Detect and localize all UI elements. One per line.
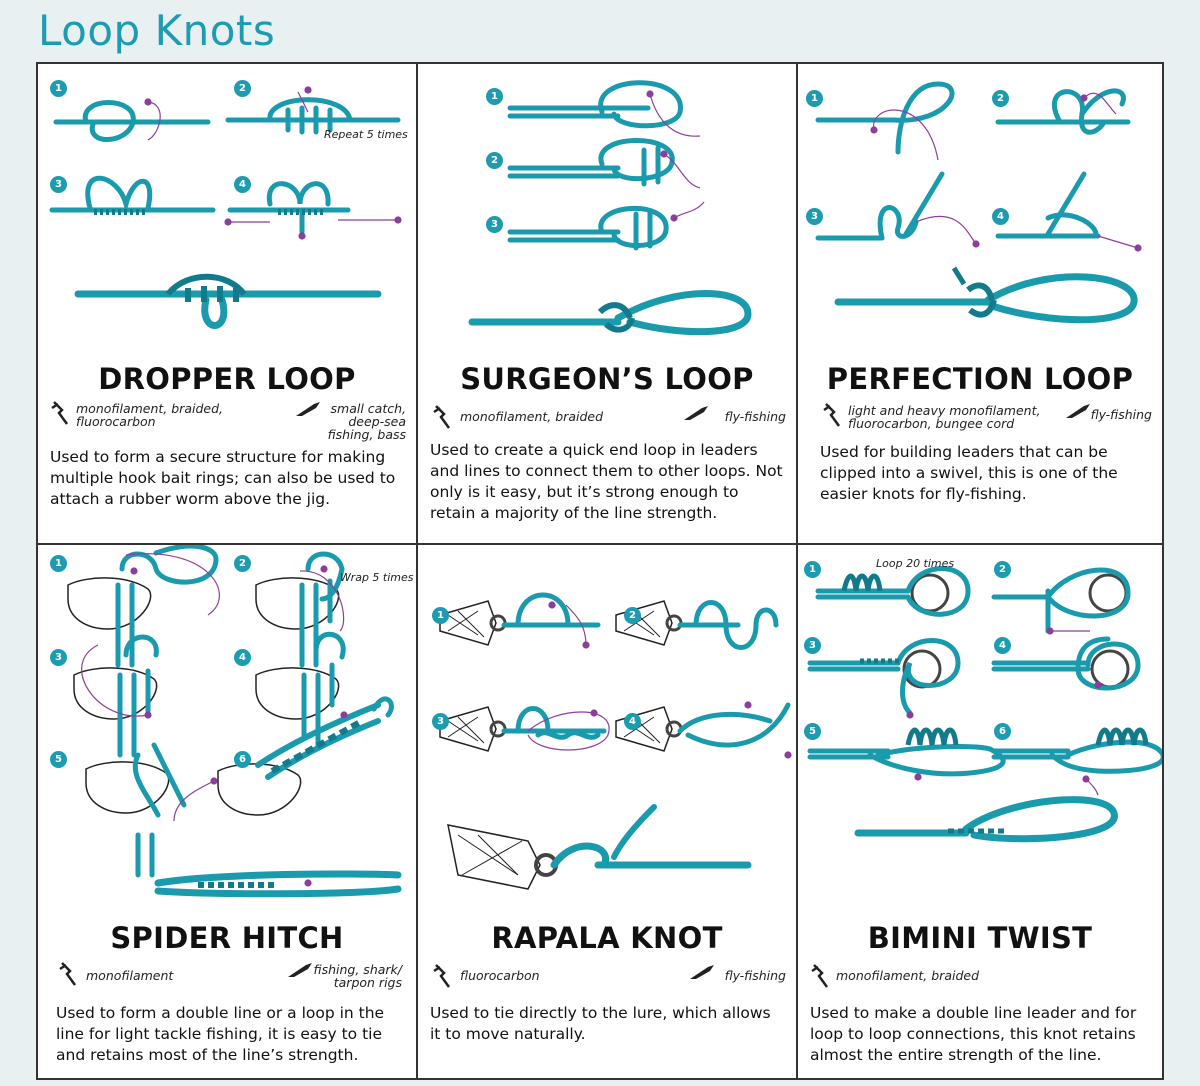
step-number: 3 — [50, 176, 67, 193]
step-number: 2 — [992, 90, 1009, 107]
knot-description: Used to make a double line leader and fo… — [810, 1004, 1137, 1064]
fish-icon — [1066, 404, 1090, 418]
step-number: 1 — [50, 555, 67, 572]
panel-perfection-loop: 1 2 3 4 PERFECTION LOOP light and heavy … — [798, 64, 1162, 543]
step-number: 6 — [994, 723, 1011, 740]
step-number: 4 — [234, 176, 251, 193]
knot-title: DROPPER LOOP — [98, 362, 356, 396]
fishing-line-icon — [433, 964, 451, 988]
knot-meta: monofilament, braided — [808, 963, 1152, 997]
panel-bimini-twist: 1 2 3 4 5 6 Loop 20 times BIMINI TWIST m… — [798, 545, 1162, 1078]
panel-surgeons-loop: 1 2 3 SURGEON’S LOOP monofilament, braid… — [418, 64, 796, 543]
knot-meta: light and heavy monofilament, fluorocarb… — [808, 402, 1152, 436]
step-number: 3 — [806, 208, 823, 225]
step-number: 2 — [624, 607, 641, 624]
bimini-twist-illustration — [807, 566, 1162, 843]
surgeons-loop-illustration — [468, 80, 752, 336]
knot-title: PERFECTION LOOP — [826, 362, 1134, 396]
knot-uses: small catch, deep-sea fishing, bass — [327, 401, 406, 442]
fishing-line-icon — [51, 401, 69, 425]
knot-meta: monofilament, braided, fluorocarbon smal… — [48, 400, 406, 444]
line-types: monofilament — [86, 968, 174, 983]
knot-uses: fly-fishing — [724, 968, 786, 983]
knot-title: SPIDER HITCH — [110, 921, 344, 955]
step-number: 3 — [50, 649, 67, 666]
rapala-knot-illustration — [439, 592, 792, 890]
knot-grid: 1 2 3 4 Repeat 5 times DROPPER LOOP mono… — [36, 62, 1164, 1080]
line-types: fluorocarbon — [460, 968, 540, 983]
panel-rapala-knot: 1 2 3 4 RAPALA KNOT fluorocarbon fly-fis… — [418, 545, 796, 1078]
spider-hitch-illustration — [67, 545, 402, 898]
step-number: 4 — [234, 649, 251, 666]
step-number: 1 — [804, 561, 821, 578]
knot-title: RAPALA KNOT — [491, 921, 723, 955]
knot-uses: fly-fishing — [724, 409, 786, 424]
fish-icon — [684, 406, 708, 420]
knot-description: Used for building leaders that can be cl… — [820, 443, 1118, 503]
step-number: 1 — [50, 80, 67, 97]
knot-description: Used to tie directly to the lure, which … — [430, 1004, 771, 1043]
page-title: Loop Knots — [38, 6, 276, 55]
grid-divider — [796, 64, 798, 1078]
step-number: 2 — [234, 555, 251, 572]
step-number: 5 — [804, 723, 821, 740]
knot-description: Used to form a secure structure for maki… — [50, 448, 396, 508]
panel-spider-hitch: 1 2 3 4 5 6 Wrap 5 times SPIDER HITCH mo… — [38, 545, 416, 1078]
fishing-line-icon — [823, 403, 841, 427]
knot-title: BIMINI TWIST — [867, 921, 1093, 955]
knot-title: SURGEON’S LOOP — [460, 362, 754, 396]
step-number: 3 — [486, 216, 503, 233]
step-number: 2 — [486, 152, 503, 169]
knot-description: Used to form a double line or a loop in … — [56, 1004, 385, 1064]
step-number: 2 — [994, 561, 1011, 578]
step-note: Repeat 5 times — [324, 128, 408, 141]
fish-icon — [296, 402, 320, 416]
step-number: 3 — [804, 637, 821, 654]
step-note: Wrap 5 times — [340, 571, 414, 584]
fish-icon — [690, 965, 714, 979]
fishing-line-icon — [433, 405, 451, 429]
fish-icon — [288, 963, 312, 977]
step-number: 1 — [806, 90, 823, 107]
step-note: Loop 20 times — [876, 557, 955, 570]
step-number: 4 — [624, 713, 641, 730]
grid-divider — [38, 543, 1162, 545]
line-types: monofilament, braided, fluorocarbon — [76, 401, 223, 429]
perfection-loop-illustration — [815, 81, 1142, 324]
line-types: monofilament, braided — [460, 409, 604, 424]
step-number: 1 — [486, 88, 503, 105]
step-number: 4 — [994, 637, 1011, 654]
knot-uses: fishing, shark/ tarpon rigs — [313, 962, 402, 990]
knot-description: Used to create a quick end loop in leade… — [430, 441, 783, 522]
fishing-line-icon — [59, 962, 77, 986]
knot-meta: monofilament, braided fly-fishing — [428, 404, 786, 438]
step-number: 3 — [432, 713, 449, 730]
fishing-line-icon — [811, 964, 829, 988]
panel-dropper-loop: 1 2 3 4 Repeat 5 times DROPPER LOOP mono… — [38, 64, 416, 543]
step-number: 2 — [234, 80, 251, 97]
step-number: 1 — [432, 607, 449, 624]
knot-uses: fly-fishing — [1090, 407, 1152, 422]
step-number: 6 — [234, 751, 251, 768]
knot-meta: monofilament fishing, shark/ tarpon rigs — [48, 961, 406, 995]
dropper-loop-illustration — [49, 86, 402, 329]
line-types: monofilament, braided — [836, 968, 980, 983]
grid-divider — [416, 64, 418, 1078]
line-types: light and heavy monofilament, fluorocarb… — [848, 403, 1041, 431]
step-number: 4 — [992, 208, 1009, 225]
knot-meta: fluorocarbon fly-fishing — [428, 963, 786, 997]
step-number: 5 — [50, 751, 67, 768]
